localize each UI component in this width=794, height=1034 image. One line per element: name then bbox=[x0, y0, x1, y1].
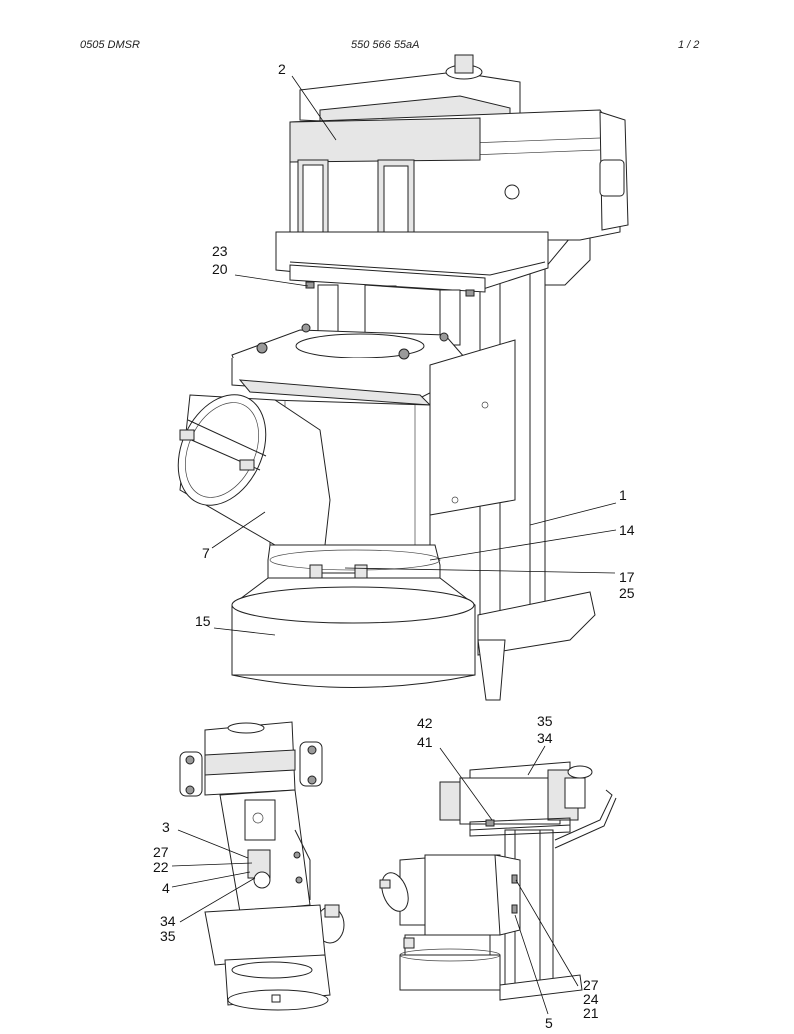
roller-left bbox=[179, 751, 203, 797]
callout-34-left: 34 bbox=[160, 913, 176, 929]
callout-24: 24 bbox=[583, 991, 599, 1007]
callout-15: 15 bbox=[195, 613, 211, 629]
callout-3: 3 bbox=[162, 819, 170, 835]
callout-23: 23 bbox=[212, 243, 228, 259]
bottom-right-view: 42 41 35 34 27 24 21 5 bbox=[379, 713, 617, 1031]
header-part-number: 550 566 55aA bbox=[351, 39, 420, 51]
main-leaders bbox=[211, 75, 617, 636]
callout-7: 7 bbox=[202, 545, 210, 561]
callout-17: 17 bbox=[619, 569, 635, 585]
callout-41: 41 bbox=[417, 734, 433, 750]
inlet-elbow bbox=[177, 394, 331, 546]
callout-42: 42 bbox=[417, 715, 433, 731]
bottom-right-leaders bbox=[439, 745, 579, 1015]
header-left-code: 0505 DMSR bbox=[80, 39, 140, 51]
drive-head bbox=[275, 54, 629, 297]
callout-27-left: 27 bbox=[153, 844, 169, 860]
bottom-left-view: 3 27 22 4 34 35 bbox=[153, 721, 345, 1011]
callout-21: 21 bbox=[583, 1005, 599, 1021]
callout-27-right: 27 bbox=[583, 977, 599, 993]
callout-1: 1 bbox=[619, 487, 627, 503]
roller-right bbox=[299, 741, 323, 787]
header-page-number: 1 / 2 bbox=[678, 39, 700, 51]
callout-5: 5 bbox=[545, 1015, 553, 1031]
callout-25: 25 bbox=[619, 585, 635, 601]
callout-34-right: 34 bbox=[537, 730, 553, 746]
callout-20: 20 bbox=[212, 261, 228, 277]
mounting-columns bbox=[317, 284, 461, 346]
main-view: 2 23 20 1 14 17 25 7 15 bbox=[177, 54, 635, 701]
callout-22: 22 bbox=[153, 859, 169, 875]
bottom-left-leaders bbox=[171, 829, 256, 923]
callout-14: 14 bbox=[619, 522, 635, 538]
callout-4: 4 bbox=[162, 880, 170, 896]
callout-35-left: 35 bbox=[160, 928, 176, 944]
callout-2: 2 bbox=[278, 61, 286, 77]
outlet-hopper bbox=[231, 577, 476, 688]
callout-35-right: 35 bbox=[537, 713, 553, 729]
